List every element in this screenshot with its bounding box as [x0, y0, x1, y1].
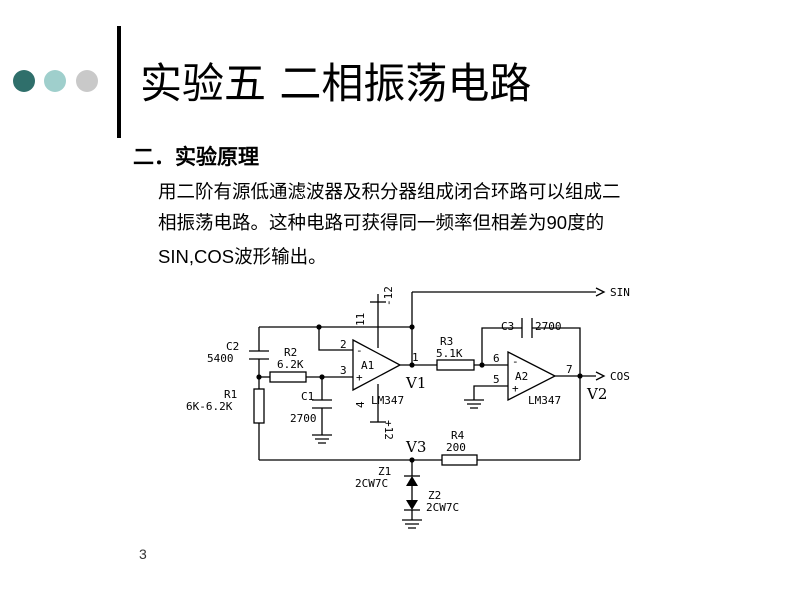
- label-r4-name: R4: [451, 429, 465, 442]
- label-z1-value: 2CW7C: [355, 477, 388, 490]
- label-z2-value: 2CW7C: [426, 501, 459, 514]
- label-minus-1: -: [356, 344, 363, 357]
- label-supply-neg: -12: [382, 286, 395, 306]
- resistor-r4: [441, 454, 478, 466]
- label-pin-11: 11: [354, 313, 367, 326]
- paragraph-line-1: 用二阶有源低通滤波器及积分器组成闭合环路可以组成二: [158, 181, 621, 202]
- label-r1-name: R1: [224, 388, 237, 401]
- label-pin-3: 3: [340, 364, 347, 377]
- ground-symbol-icon: [312, 399, 484, 529]
- label-r1-value: 6K-6.2K: [186, 400, 233, 413]
- opamp-a1: [352, 338, 402, 392]
- label-z1-name: Z1: [378, 465, 391, 478]
- label-v1: V1: [405, 374, 426, 392]
- label-c2-name: C2: [226, 340, 239, 353]
- label-supply-pos: +12: [382, 420, 395, 440]
- label-c3-value: 2700: [535, 320, 562, 333]
- capacitor-c2: [249, 350, 269, 360]
- label-pin-6: 6: [493, 352, 500, 365]
- label-plus-1: +: [356, 371, 363, 384]
- label-a1: A1: [361, 359, 374, 372]
- body-paragraph: 用二阶有源低通滤波器及积分器组成闭合环路可以组成二 相振荡电路。这种电路可获得同…: [158, 176, 728, 272]
- label-v3: V3: [405, 438, 426, 456]
- label-c3-name: C3: [501, 320, 514, 333]
- label-v2: V2: [586, 385, 607, 403]
- label-pin-4: 4: [354, 401, 367, 408]
- label-lm347-1: LM347: [371, 394, 404, 407]
- label-pin-5: 5: [493, 373, 500, 386]
- label-sin: SIN: [610, 286, 630, 299]
- label-z2-name: Z2: [428, 489, 441, 502]
- label-r2-name: R2: [284, 346, 297, 359]
- title-divider: [117, 26, 121, 138]
- resistor-r1: [253, 388, 265, 424]
- resistor-r3: [436, 359, 475, 371]
- bullet-dot-dark: [13, 70, 35, 92]
- label-r3-value: 5.1K: [436, 347, 463, 360]
- circuit-diagram: C2 5400 R2 6.2K R1 6K-6.2K C1 2700 11 -1…: [186, 286, 630, 529]
- label-pin-2: 2: [340, 338, 347, 351]
- label-plus-2: +: [512, 382, 519, 395]
- page-number: 3: [139, 546, 147, 562]
- slide-title: 实验五 二相振荡电路: [140, 59, 532, 108]
- label-pin-7: 7: [566, 363, 573, 376]
- label-minus-2: -: [512, 355, 519, 368]
- label-cos: COS: [610, 370, 630, 383]
- label-lm347-2: LM347: [528, 394, 561, 407]
- paragraph-line-3: SIN,COS波形输出。: [158, 246, 327, 267]
- section-heading: 二．实验原理: [133, 145, 259, 169]
- label-pin-1: 1: [412, 351, 419, 364]
- opamp-a2: [507, 350, 557, 402]
- label-r2-value: 6.2K: [277, 358, 304, 371]
- resistor-r2: [269, 371, 307, 383]
- output-arrow-icon: [595, 287, 606, 381]
- label-c1-value: 2700: [290, 412, 317, 425]
- circuit-junctions: [256, 324, 583, 463]
- zener-diode-z2: [404, 500, 420, 511]
- label-a2: A2: [515, 370, 528, 383]
- zener-diode-z1: [404, 475, 420, 486]
- capacitor-c3: [521, 318, 533, 338]
- paragraph-line-2: 相振荡电路。这种电路可获得同一频率但相差为90度的: [158, 212, 605, 233]
- bullet-dot-mid: [44, 70, 66, 92]
- label-r3-name: R3: [440, 335, 453, 348]
- label-r4-value: 200: [446, 441, 466, 454]
- supply-marks: [370, 301, 386, 423]
- bullet-dot-light: [76, 70, 98, 92]
- capacitor-c1: [312, 399, 332, 409]
- label-c1-name: C1: [301, 390, 314, 403]
- label-c2-value: 5400: [207, 352, 234, 365]
